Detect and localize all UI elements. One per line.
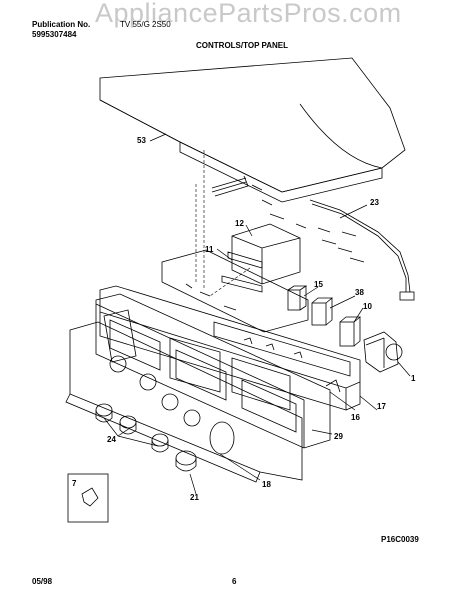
callout-16: 16	[351, 413, 360, 422]
wire-harness	[211, 175, 415, 301]
callout-7: 7	[72, 479, 77, 488]
overlay-panel	[65, 321, 303, 483]
switches	[287, 285, 362, 347]
callout-53: 53	[137, 136, 146, 145]
knobs	[95, 403, 197, 472]
inset-part-7	[67, 473, 109, 523]
front-cover	[95, 293, 331, 449]
callout-29: 29	[334, 432, 343, 441]
callout-18: 18	[262, 480, 271, 489]
callout-11: 11	[205, 245, 214, 254]
callout-10: 10	[363, 302, 372, 311]
timer	[363, 331, 403, 373]
callout-labels: 53 12 11 23 15 38 10 1 16 17 29 24 7 21 …	[72, 136, 416, 502]
callout-38: 38	[355, 288, 364, 297]
control-panel	[99, 285, 361, 411]
publication-label: Publication No.	[32, 20, 91, 29]
publication-date: 05/98	[32, 577, 53, 586]
publication-number: 5995307484	[32, 30, 77, 39]
callout-1: 1	[411, 374, 416, 383]
page-number: 6	[232, 577, 237, 586]
model-number: TV 55/G 2S50	[120, 20, 171, 29]
callout-17: 17	[377, 402, 386, 411]
figure-code: P16C0039	[381, 535, 419, 544]
callout-12: 12	[235, 219, 244, 228]
callout-24: 24	[107, 435, 116, 444]
relay-bracket	[221, 223, 301, 293]
callout-15: 15	[314, 280, 323, 289]
callout-23: 23	[370, 198, 379, 207]
top-panel	[99, 57, 406, 203]
reference-lines	[195, 150, 251, 297]
callout-21: 21	[190, 493, 199, 502]
leader-lines	[103, 133, 411, 495]
control-bracket	[161, 249, 309, 333]
section-title: CONTROLS/TOP PANEL	[196, 41, 289, 50]
